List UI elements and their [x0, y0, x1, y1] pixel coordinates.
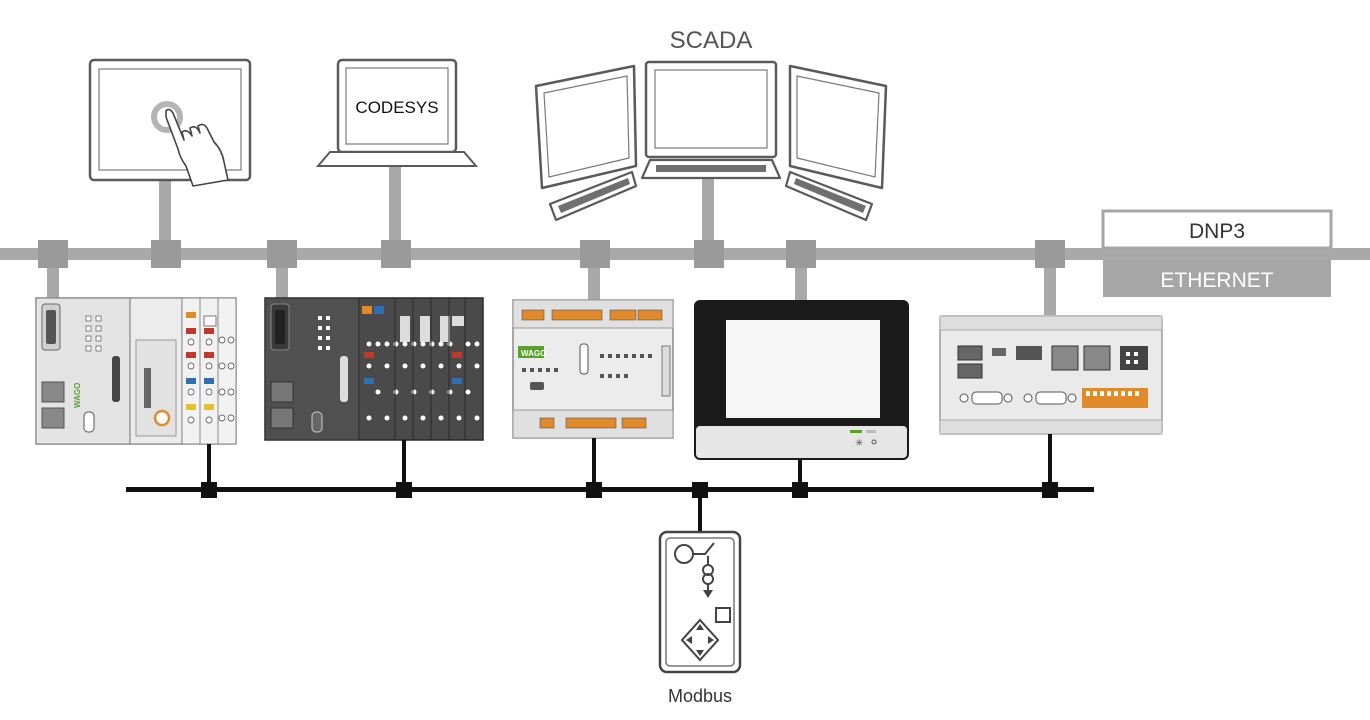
keyboard-icon	[784, 170, 874, 222]
scada-station	[534, 60, 888, 222]
modbus-label: Modbus	[668, 686, 732, 706]
codesys-label: CODESYS	[355, 98, 438, 117]
laptop-icon: CODESYS	[315, 58, 479, 167]
scada-label: SCADA	[670, 27, 753, 54]
ethernet-drops-up	[159, 165, 714, 250]
plc-controller-icon	[264, 297, 484, 441]
touch-panel-icon	[88, 58, 252, 187]
field-device-icon	[658, 530, 742, 674]
hmi-display-icon: ✳	[694, 300, 909, 460]
brightness-icon: ✳	[855, 438, 863, 449]
ethernet-junctions	[38, 240, 1065, 268]
dnp3-label: DNP3	[1189, 220, 1245, 243]
ethernet-label-box	[1103, 260, 1331, 297]
modbus-bus	[126, 434, 1094, 532]
dnp3-box	[1101, 209, 1333, 250]
ethernet-label: ETHERNET	[1160, 269, 1273, 292]
hand-pointer-icon	[165, 108, 229, 187]
monitor-icon	[534, 64, 638, 190]
edge-computer-icon	[939, 315, 1163, 435]
brand-mark: WAGO	[521, 349, 546, 358]
ethernet-bus	[0, 248, 1370, 260]
brand-mark: WAGO	[73, 383, 82, 408]
monitor-icon	[644, 60, 778, 159]
protocol-labels: DNP3 ETHERNET	[1101, 209, 1333, 297]
keyboard-icon	[548, 170, 638, 222]
plc-controller-icon: WAGO	[512, 299, 674, 439]
plc-controller-icon: WAGO	[35, 297, 237, 445]
keyboard-icon	[640, 158, 782, 180]
monitor-icon	[788, 64, 888, 190]
